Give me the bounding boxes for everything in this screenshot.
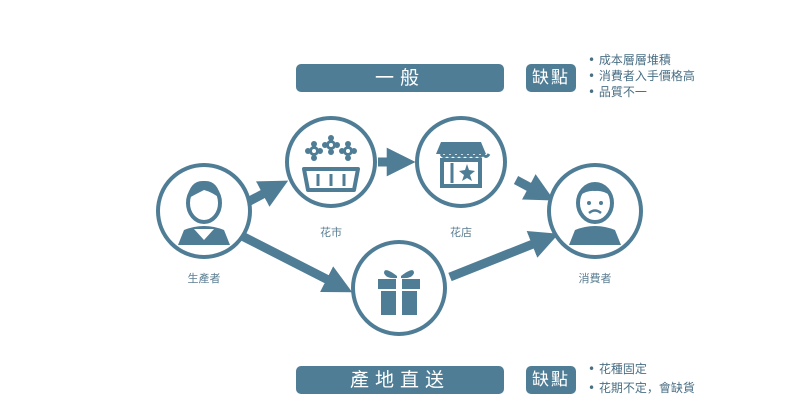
direct-node [351,240,447,336]
list-item: 成本層層堆積 [588,52,695,68]
route-title-general: 一般 [296,64,504,92]
producer-label: 生產者 [187,272,221,285]
gift-box-icon [378,270,420,315]
route-title-direct: 產地直送 [296,366,504,394]
shop-label: 花店 [450,226,472,239]
person-icon [178,180,230,245]
market-node [285,116,377,208]
consumer-label: 消費者 [578,272,612,285]
arrow-producer-to-direct [239,231,353,293]
drawback-tag-direct: 缺點 [526,366,576,394]
market-label: 花市 [320,226,342,239]
producer-node [156,163,252,259]
drawback-list-general: 成本層層堆積 消費者入手價格高 品質不一 [588,52,695,100]
shop-node [415,116,507,208]
arrow-shop-to-consumer [513,174,555,201]
list-item: 花種固定 [588,360,695,379]
list-item: 花期不定，會缺貨 [588,379,695,398]
flower-basket-icon [302,135,360,192]
consumer-node [547,163,643,259]
sad-person-icon [569,182,621,245]
list-item: 品質不一 [588,84,695,100]
drawback-list-direct: 花種固定 花期不定，會缺貨 [588,360,695,398]
arrow-direct-to-consumer [448,231,559,282]
drawback-tag-general: 缺點 [526,64,576,92]
flower-shop-icon [436,142,491,188]
list-item: 消費者入手價格高 [588,68,695,84]
